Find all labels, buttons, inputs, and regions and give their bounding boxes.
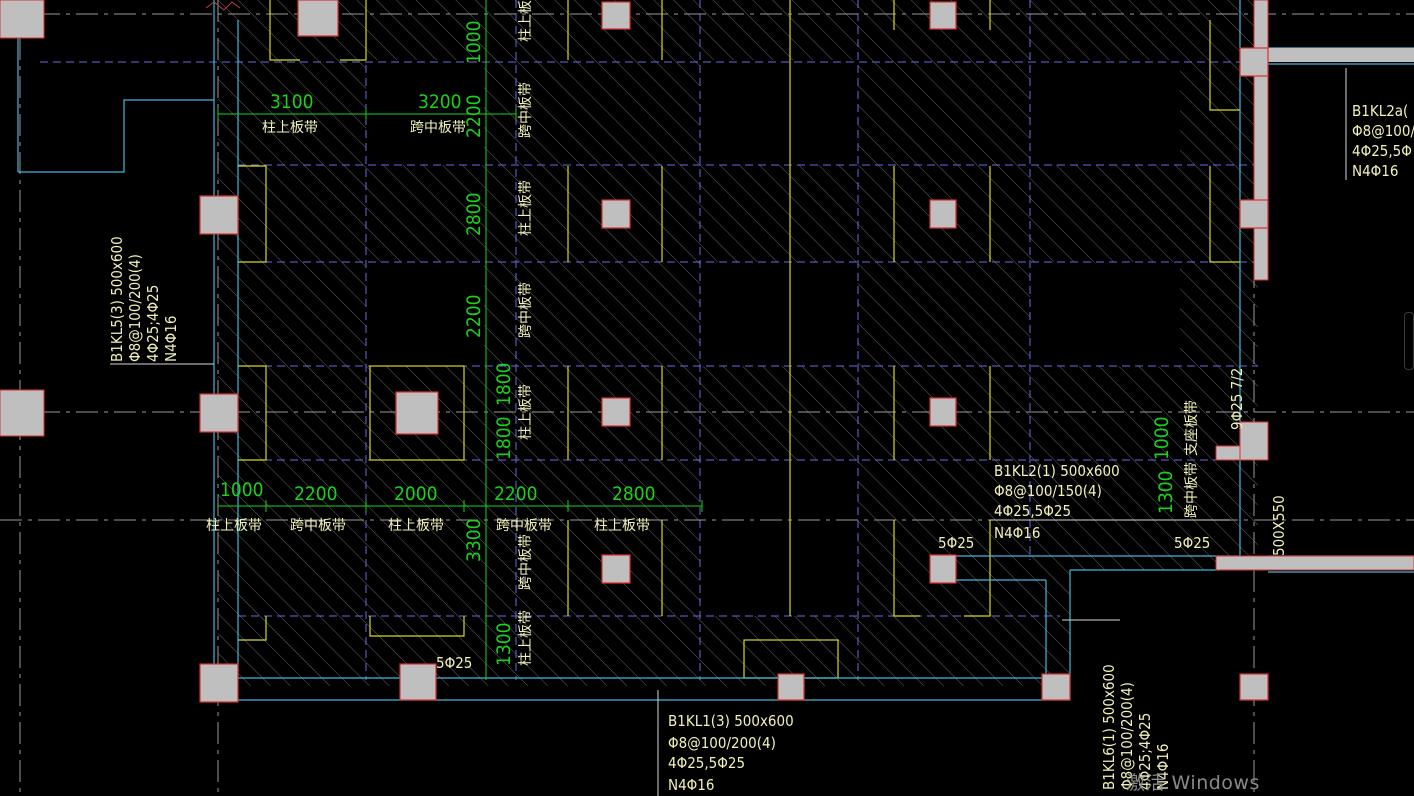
dim-label: 1800 bbox=[493, 417, 515, 461]
dim-label: 2000 bbox=[394, 483, 438, 505]
column bbox=[199, 663, 239, 703]
rebar-note: 5Φ25 bbox=[938, 534, 974, 552]
strip-label: 跨中板带 bbox=[1184, 462, 1200, 518]
column bbox=[395, 391, 439, 435]
break-mark bbox=[205, 1, 241, 11]
strip-labels: 柱上板带 跨中板带 柱上板带 跨中板带 柱上板带 跨中板带 柱上板带 柱上板带 … bbox=[206, 0, 1200, 666]
svg-text:Φ8@100/200(4): Φ8@100/200(4) bbox=[668, 734, 776, 752]
column bbox=[1239, 199, 1269, 229]
dim-label: 2800 bbox=[463, 193, 485, 237]
dim-label: 2200 bbox=[463, 95, 485, 139]
column bbox=[399, 663, 437, 701]
strip-label: 柱上板带 bbox=[388, 518, 444, 534]
columns bbox=[199, 0, 1269, 703]
strip-label: 柱上板带 bbox=[518, 384, 534, 440]
strip-label: 跨中板带 bbox=[518, 534, 534, 590]
rebar-note: 500X550 bbox=[1270, 495, 1288, 556]
dimension-texts-y: 1000 2200 2800 2200 1800 1800 3300 1300 … bbox=[463, 21, 1177, 667]
column bbox=[777, 673, 805, 701]
column bbox=[601, 554, 631, 584]
svg-text:Φ8@100/200(4): Φ8@100/200(4) bbox=[126, 254, 144, 362]
column bbox=[1041, 673, 1071, 701]
strip-label: 跨中板带 bbox=[496, 518, 552, 534]
svg-text:Φ8@100/: Φ8@100/ bbox=[1352, 122, 1414, 140]
svg-text:N4Φ16: N4Φ16 bbox=[1154, 744, 1172, 790]
dim-label: 1000 bbox=[220, 479, 264, 501]
strip-label: 跨中板带 bbox=[410, 120, 466, 136]
rebar-note: 5Φ25 bbox=[1174, 534, 1210, 552]
column bbox=[601, 397, 631, 427]
strip-label: 跨中板带 bbox=[290, 518, 346, 534]
dim-label: 1800 bbox=[493, 363, 515, 407]
column bbox=[929, 554, 957, 584]
strip-label: 柱上板带 bbox=[518, 180, 534, 236]
column bbox=[297, 0, 339, 37]
beam-label-b1kl2: B1KL2(1) 500x600 Φ8@100/150(4) 4Φ25,5Φ25… bbox=[994, 462, 1120, 542]
svg-text:B1KL1(3) 500x600: B1KL1(3) 500x600 bbox=[668, 712, 794, 730]
slab-hatch bbox=[218, 0, 1414, 796]
column bbox=[929, 397, 957, 427]
column bbox=[929, 199, 957, 229]
rebar-note: 5Φ25 bbox=[436, 654, 472, 672]
dim-label: 3200 bbox=[418, 91, 462, 113]
svg-text:4Φ25,5Φ25: 4Φ25,5Φ25 bbox=[994, 502, 1071, 520]
strip-label: 跨中板带 bbox=[518, 282, 534, 338]
dim-label: 2200 bbox=[294, 483, 338, 505]
dim-label: 1000 bbox=[1151, 417, 1173, 461]
dim-label: 2200 bbox=[463, 295, 485, 339]
column bbox=[1239, 673, 1269, 701]
column bbox=[601, 199, 631, 229]
svg-text:B1KL6(1) 500x600: B1KL6(1) 500x600 bbox=[1100, 664, 1118, 790]
strip-label: 跨中板带 bbox=[518, 82, 534, 138]
dim-label: 3100 bbox=[270, 91, 314, 113]
svg-text:B1KL2(1) 500x600: B1KL2(1) 500x600 bbox=[994, 462, 1120, 480]
column bbox=[601, 1, 631, 30]
svg-text:N4Φ16: N4Φ16 bbox=[994, 524, 1040, 542]
column bbox=[199, 195, 239, 235]
svg-text:Φ8@100/150(4): Φ8@100/150(4) bbox=[994, 482, 1102, 500]
dim-label: 1300 bbox=[1155, 471, 1177, 515]
strip-label: 柱上板带 bbox=[262, 120, 318, 136]
rebar-notes: 5Φ25 5Φ25 5Φ25 9Φ25 7/2 500X550 bbox=[436, 368, 1288, 672]
dim-label: 1000 bbox=[463, 21, 485, 65]
column bbox=[929, 1, 957, 30]
column bbox=[1239, 47, 1269, 77]
svg-text:Φ8@100/200(4): Φ8@100/200(4) bbox=[1118, 682, 1136, 790]
dimension-lines bbox=[217, 0, 703, 680]
band-outlines bbox=[238, 0, 1240, 679]
scrollbar-handle[interactable] bbox=[1404, 312, 1414, 370]
strip-label: 支座板带 bbox=[1184, 400, 1200, 456]
strip-label: 柱上板带 bbox=[518, 610, 534, 666]
column bbox=[199, 393, 239, 433]
strip-label: 柱上板带 bbox=[594, 518, 650, 534]
dim-label: 3300 bbox=[463, 519, 485, 563]
svg-text:B1KL2a(: B1KL2a( bbox=[1352, 102, 1408, 120]
dim-label: 2800 bbox=[612, 483, 656, 505]
activation-watermark: 激活 Windows bbox=[1126, 772, 1260, 794]
svg-text:B1KL5(3) 500x600: B1KL5(3) 500x600 bbox=[108, 236, 126, 362]
dim-label: 1300 bbox=[493, 623, 515, 667]
dim-label: 2200 bbox=[494, 483, 538, 505]
svg-text:4Φ25,5Φ25: 4Φ25,5Φ25 bbox=[668, 754, 745, 772]
svg-text:4Φ25;4Φ25: 4Φ25;4Φ25 bbox=[1136, 713, 1154, 790]
beam-label-b1kl1: B1KL1(3) 500x600 Φ8@100/200(4) 4Φ25,5Φ25… bbox=[668, 712, 794, 794]
beam-label-b1kl2a: B1KL2a( Φ8@100/ 4Φ25,5Φ N4Φ16 bbox=[1352, 102, 1414, 180]
leader-lines bbox=[110, 68, 1347, 796]
svg-text:4Φ25,5Φ: 4Φ25,5Φ bbox=[1352, 142, 1412, 160]
svg-text:4Φ25;4Φ25: 4Φ25;4Φ25 bbox=[144, 285, 162, 362]
svg-text:N4Φ16: N4Φ16 bbox=[668, 776, 714, 794]
beam-label-b1kl5: B1KL5(3) 500x600 Φ8@100/200(4) 4Φ25;4Φ25… bbox=[108, 236, 180, 362]
svg-text:N4Φ16: N4Φ16 bbox=[1352, 162, 1398, 180]
dimension-texts-x: 3100 3200 1000 2200 2000 2200 2800 bbox=[220, 91, 656, 505]
strip-label: 柱上板带 bbox=[206, 518, 262, 534]
rebar-note: 9Φ25 7/2 bbox=[1228, 368, 1246, 430]
svg-text:N4Φ16: N4Φ16 bbox=[162, 316, 180, 362]
strip-label: 柱上板带 bbox=[518, 0, 534, 42]
beam-label-b1kl6: B1KL6(1) 500x600 Φ8@100/200(4) 4Φ25;4Φ25… bbox=[1100, 664, 1172, 790]
